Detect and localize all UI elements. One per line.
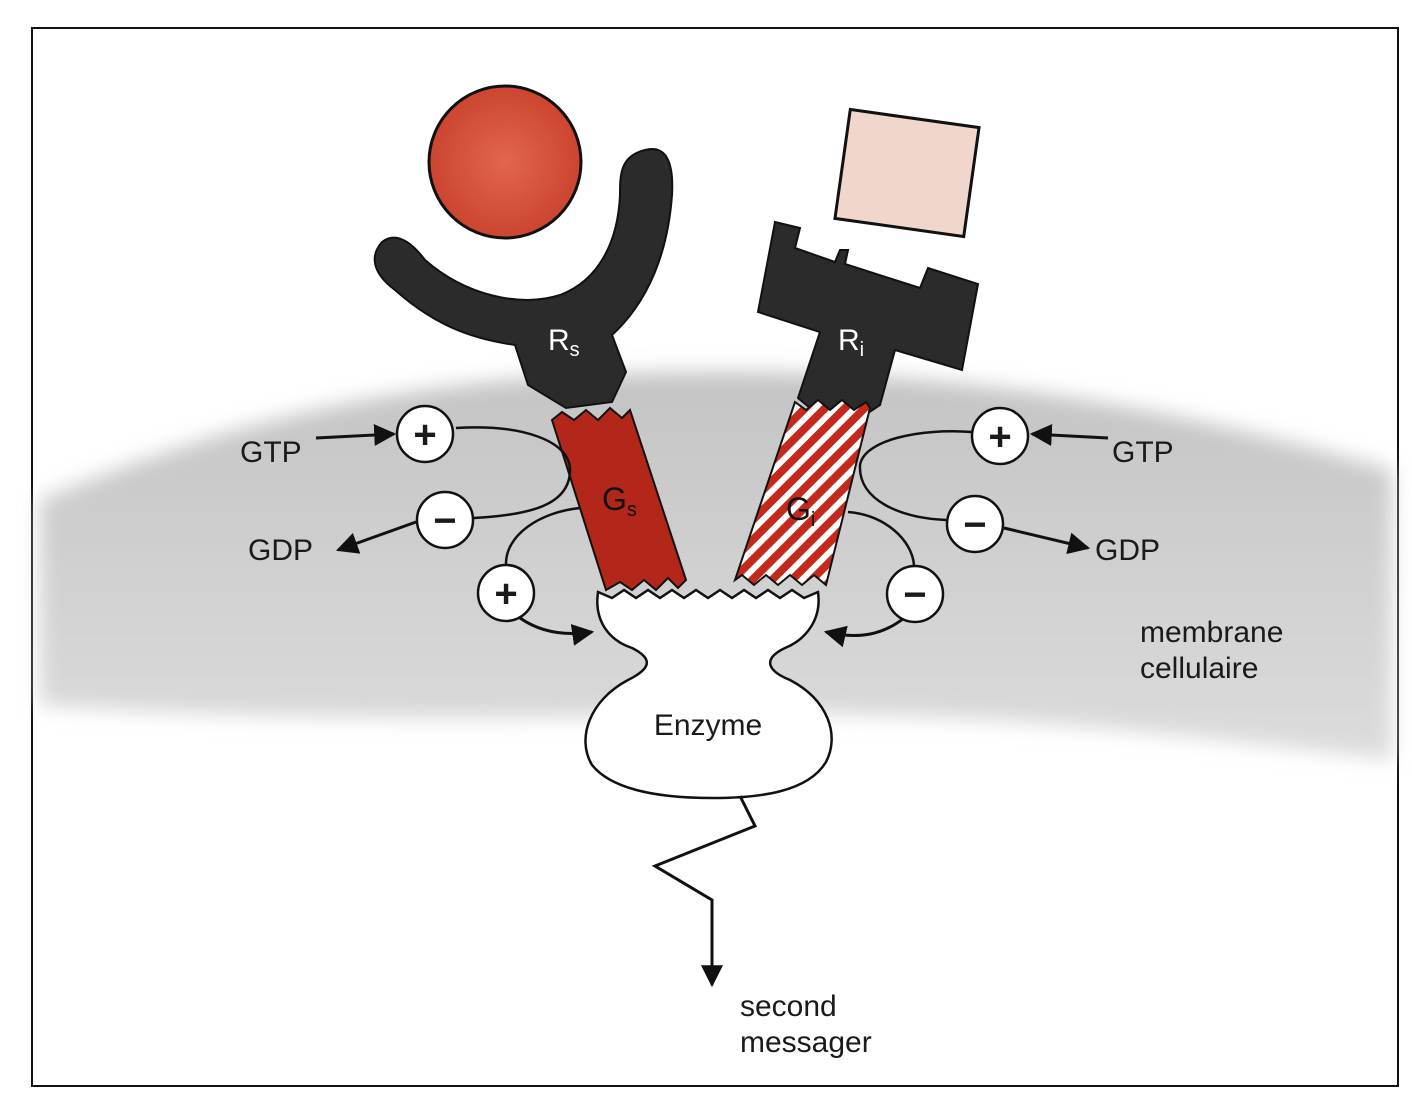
second-messenger-arrow [651, 795, 758, 988]
label-gi-main: G [786, 491, 811, 527]
plus-circle-gtp-right [970, 406, 1030, 466]
plus-sign-enzyme-left: + [494, 572, 517, 616]
minus-circle-gdp-right [945, 494, 1005, 554]
cell-membrane [40, 372, 1392, 760]
g-protein-gs [550, 406, 688, 592]
ligand-circle [427, 84, 583, 240]
right-regulation [823, 406, 1109, 648]
label-second-line1: second [740, 990, 837, 1023]
receptor-rs [373, 148, 674, 410]
label-gi: Gi [786, 491, 815, 531]
plus-circle-enzyme-left [476, 563, 536, 623]
label-ri: Ri [838, 324, 864, 361]
label-enzyme: Enzyme [654, 709, 762, 742]
label-rs: Rs [548, 324, 580, 361]
left-regulation [315, 404, 595, 646]
label-membrane-line1: membrane [1140, 616, 1283, 649]
label-gtp-right: GTP [1112, 436, 1174, 469]
minus-circle-gdp-left [415, 490, 475, 550]
g-protein-gi [733, 398, 872, 587]
label-gs: Gs [602, 481, 637, 521]
minus-circle-enzyme-right [885, 564, 945, 624]
label-gs-sub: s [627, 499, 637, 521]
minus-sign-gdp-right: − [963, 503, 986, 547]
plus-sign-gtp-left: + [413, 413, 436, 457]
enzyme-shape [584, 588, 833, 800]
plus-circle-gtp-left [395, 404, 455, 464]
label-gi-sub: i [811, 509, 815, 531]
ligand-square [833, 107, 981, 239]
minus-sign-gdp-left: − [433, 499, 456, 543]
label-gdp-left: GDP [248, 534, 313, 567]
label-gdp-right: GDP [1095, 534, 1160, 567]
plus-sign-gtp-right: + [988, 415, 1011, 459]
label-membrane-line2: cellulaire [1140, 652, 1258, 685]
label-rs-sub: s [570, 339, 580, 361]
minus-sign-enzyme-right: − [903, 573, 926, 617]
label-gtp-left: GTP [240, 436, 302, 469]
label-ri-main: R [838, 324, 860, 357]
receptor-ri [756, 220, 980, 427]
label-rs-main: R [548, 324, 570, 357]
label-ri-sub: i [860, 339, 864, 361]
label-second-line2: messager [740, 1026, 872, 1059]
label-gs-main: G [602, 481, 627, 517]
